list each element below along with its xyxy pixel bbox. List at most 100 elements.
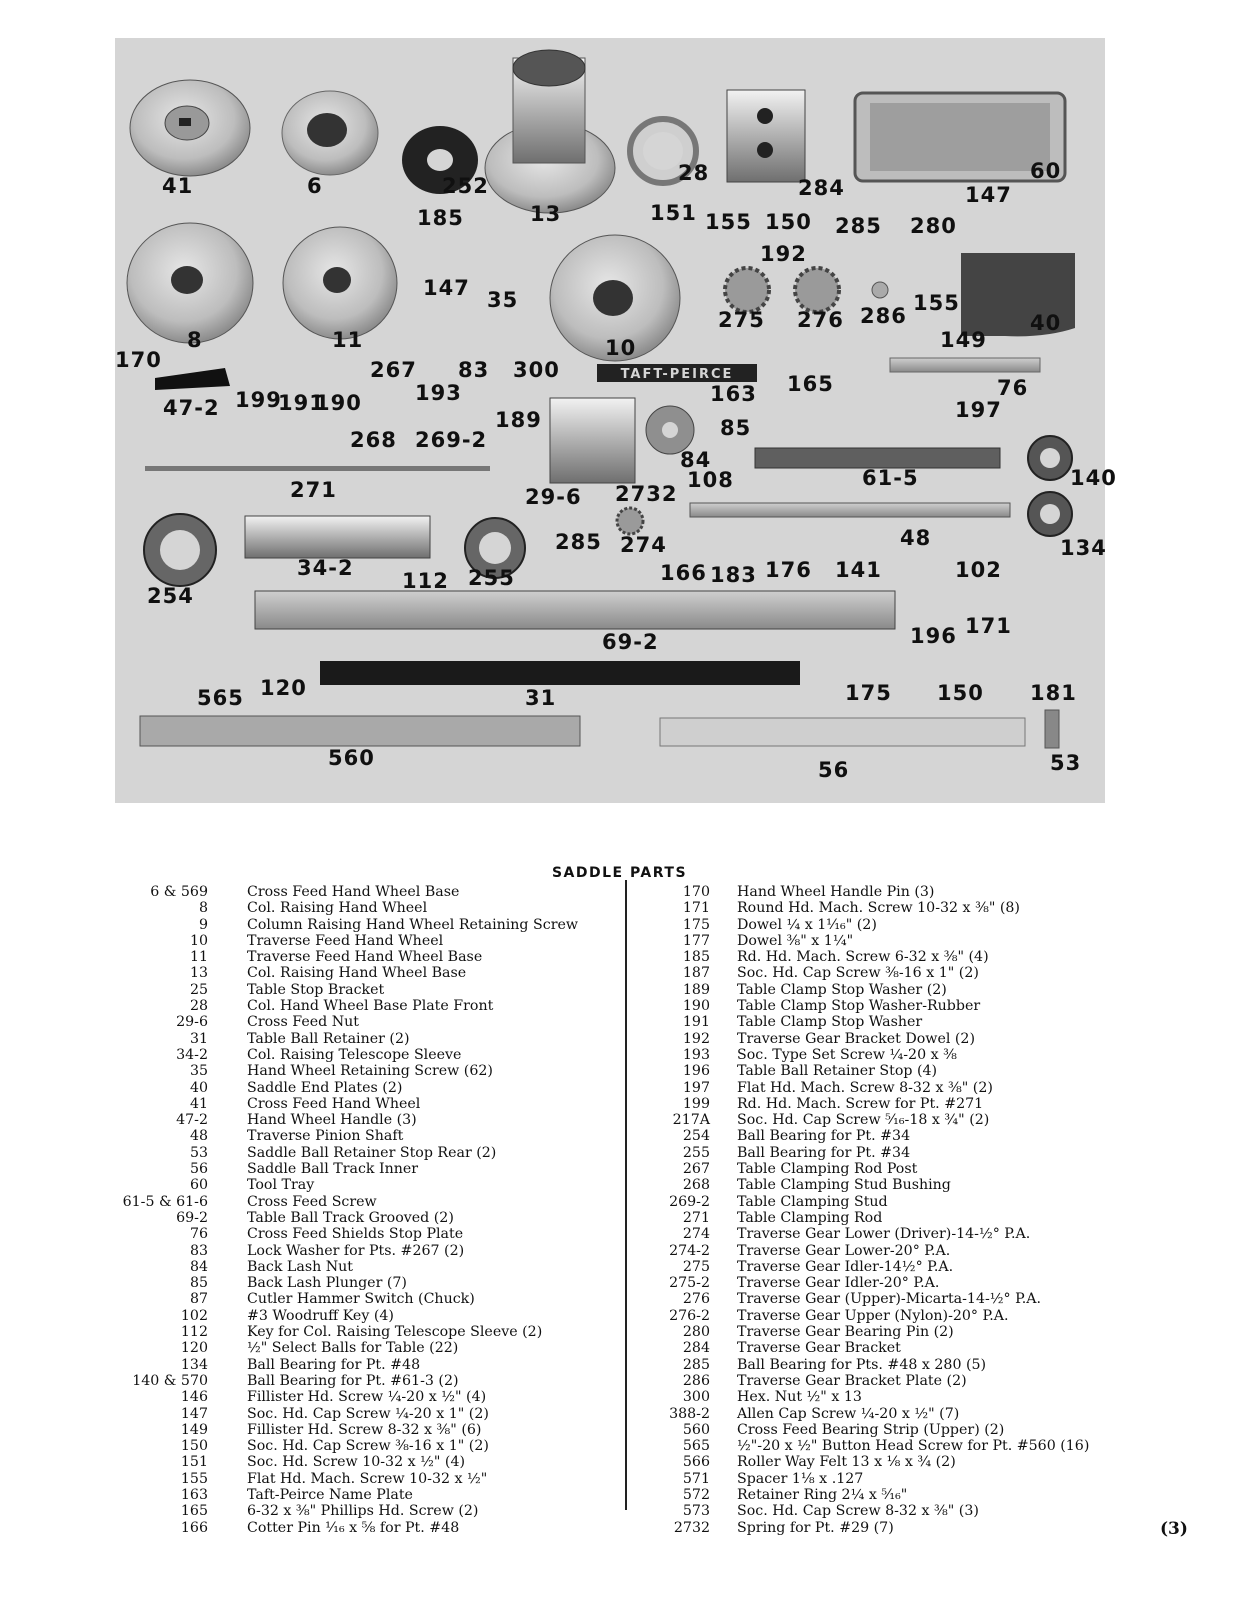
part-number: 171 <box>682 900 710 917</box>
part-label: 35 <box>487 288 519 312</box>
part-label: 191 <box>278 391 325 415</box>
part-number: 10 <box>189 932 208 949</box>
part-number: 189 <box>682 981 710 998</box>
part-description: Traverse Pinion Shaft <box>247 1128 404 1145</box>
part-number: 34-2 <box>176 1046 208 1063</box>
cross-feed-nut-29-6 <box>549 397 636 484</box>
nameplate-163: TAFT-PEIRCE <box>597 364 757 382</box>
part-description: Flat Hd. Mach. Screw 10-32 x ½" <box>247 1470 488 1487</box>
part-label: 155 <box>913 291 960 315</box>
part-label: 280 <box>910 214 957 238</box>
part-description: Col. Raising Telescope Sleeve <box>247 1046 462 1063</box>
part-label: 199 <box>235 388 282 412</box>
parts-list-row: 34-2 Col. Raising Telescope Sleeve <box>0 1047 620 1063</box>
part-label: 112 <box>402 569 449 593</box>
part-label: 190 <box>315 391 362 415</box>
part-description: Taft-Peirce Name Plate <box>247 1486 413 1503</box>
part-description: Cross Feed Screw <box>247 1193 377 1210</box>
part-label: 275 <box>718 308 765 332</box>
part-description: Table Clamp Stop Washer-Rubber <box>737 998 981 1015</box>
part-label: 31 <box>525 686 557 710</box>
part-number: 140 & 570 <box>132 1372 208 1389</box>
part-number: 149 <box>180 1421 208 1438</box>
part-number: 268 <box>682 1177 710 1194</box>
part-label: 83 <box>458 358 490 382</box>
part-description: Traverse Gear Bearing Pin (2) <box>737 1324 954 1341</box>
part-number: 275-2 <box>669 1275 710 1292</box>
part-number: 269-2 <box>669 1193 710 1210</box>
part-description: Traverse Gear Lower (Driver)-14-½° P.A. <box>737 1226 1031 1243</box>
part-description: Cross Feed Hand Wheel <box>247 1095 421 1112</box>
part-label: 271 <box>290 478 337 502</box>
parts-list-row: 102 #3 Woodruff Key (4) <box>0 1308 620 1324</box>
nameplate-text: TAFT-PEIRCE <box>621 367 734 382</box>
part-description: ½" Select Balls for Table (22) <box>247 1340 459 1357</box>
part-number: 560 <box>682 1421 710 1438</box>
gears-275-276 <box>723 266 889 314</box>
part-number: 8 <box>198 900 208 917</box>
part-description: Traverse Feed Hand Wheel Base <box>247 949 483 966</box>
part-description: Tool Tray <box>247 1177 315 1194</box>
ball-retainer-31 <box>320 661 800 685</box>
part-description: Col. Raising Hand Wheel Base <box>247 965 467 982</box>
part-label: 2732 <box>615 482 678 506</box>
part-label: 34-2 <box>297 556 354 580</box>
cross-feed-screw-61-5 <box>754 447 1001 469</box>
ball-track-69-2 <box>254 590 896 630</box>
part-label: 10 <box>605 336 637 360</box>
hand-wheel-8 <box>126 222 254 344</box>
part-number: 571 <box>682 1470 710 1487</box>
part-number: 275 <box>682 1258 710 1275</box>
part-number: 6 & 569 <box>150 884 208 900</box>
part-description: Hand Wheel Handle (3) <box>247 1112 417 1129</box>
part-description: Soc. Hd. Cap Screw ¼-20 x 1" (2) <box>247 1405 489 1422</box>
part-label: 252 <box>442 174 489 198</box>
part-number: 566 <box>682 1454 710 1471</box>
part-description: Table Ball Track Grooved (2) <box>247 1209 454 1226</box>
part-description: #3 Woodruff Key (4) <box>247 1307 394 1324</box>
part-label: 28 <box>678 161 710 185</box>
bearing-strip-560 <box>139 715 581 747</box>
part-description: Soc. Hd. Cap Screw 8-32 x ⅜" (3) <box>737 1503 979 1520</box>
part-description: Dowel ⅜" x 1¼" <box>737 932 854 949</box>
part-number: 102 <box>180 1307 208 1324</box>
bearing-255 <box>464 517 526 579</box>
tool-tray-60 <box>853 91 1067 183</box>
rod-271 <box>145 466 490 471</box>
parts-drawing: TAFT-PEIRCE <box>126 49 1075 749</box>
shield-plate-76 <box>889 357 1041 373</box>
part-description: Lock Washer for Pts. #267 (2) <box>247 1242 465 1259</box>
part-number: 155 <box>180 1470 208 1487</box>
part-label: 151 <box>650 201 697 225</box>
part-number: 193 <box>682 1046 710 1063</box>
part-number: 274-2 <box>669 1242 710 1259</box>
part-number: 120 <box>180 1340 208 1357</box>
end-plate-40 <box>961 253 1075 337</box>
part-number: 84 <box>189 1258 208 1275</box>
part-label: 285 <box>555 530 602 554</box>
section-heading: SADDLE PARTS <box>551 865 688 881</box>
part-label: 196 <box>910 624 957 648</box>
part-label: 163 <box>710 382 757 406</box>
part-number: 147 <box>180 1405 208 1422</box>
parts-list-row: 155 Flat Hd. Mach. Screw 10-32 x ½" <box>0 1471 620 1487</box>
part-description: Soc. Type Set Screw ¼-20 x ⅜ <box>737 1046 957 1063</box>
